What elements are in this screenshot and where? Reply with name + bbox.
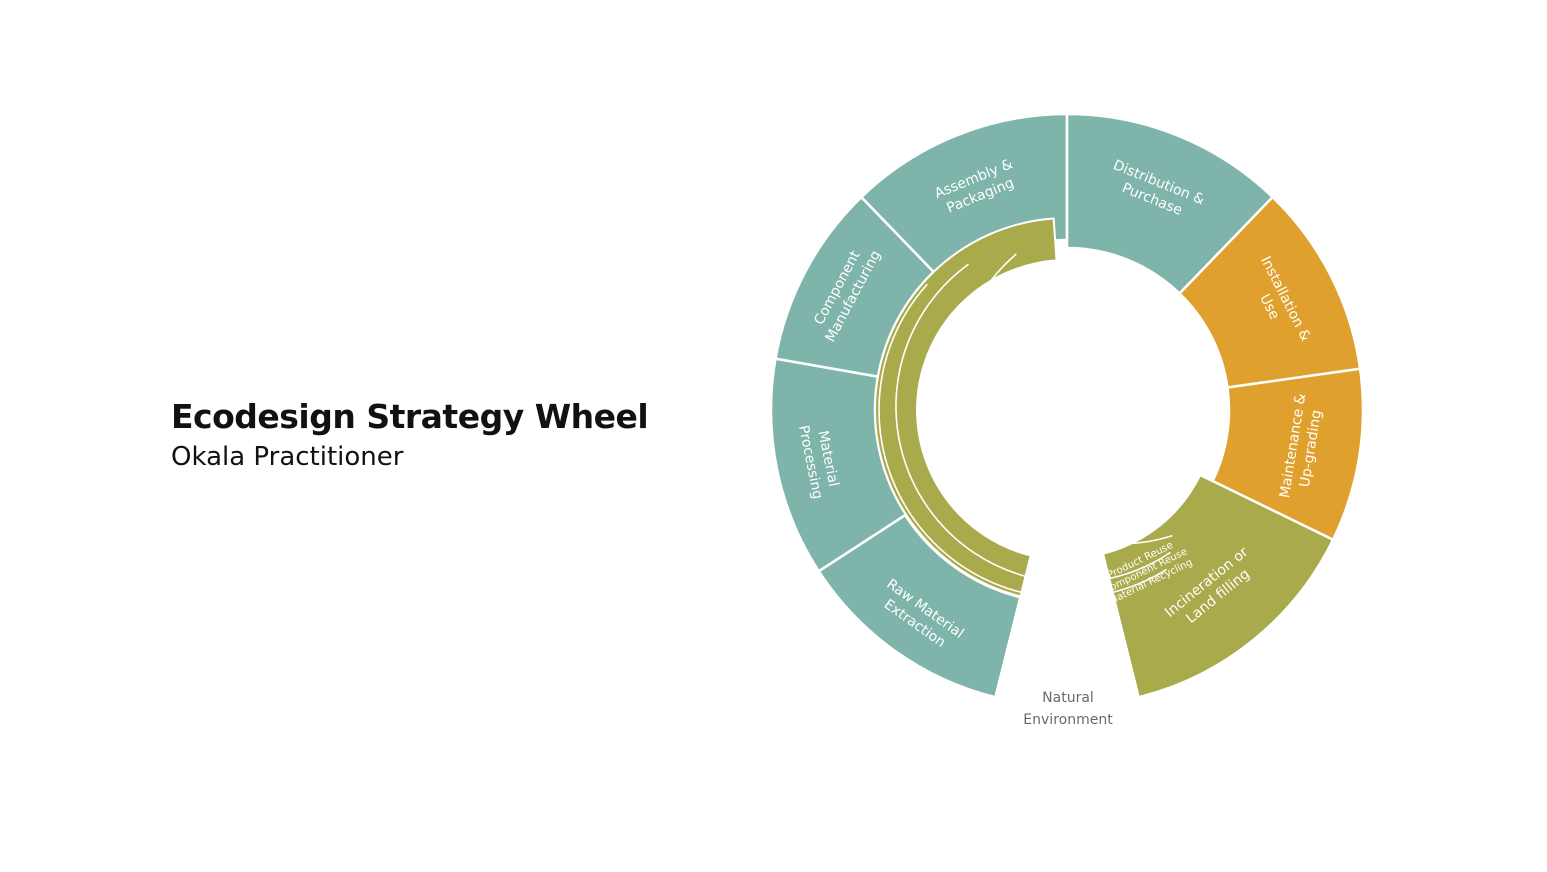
segment-incineration-landfilling: [1101, 473, 1335, 699]
segment-layer: [769, 112, 1365, 699]
title-block: Ecodesign Strategy Wheel Okala Practitio…: [171, 394, 691, 474]
page-title: Ecodesign Strategy Wheel: [171, 397, 649, 436]
loop-arc-material-recycling: [878, 283, 1168, 599]
loop-layer: [874, 217, 1173, 599]
page-subtitle: Okala Practitioner: [171, 442, 404, 472]
loop-arc-component-reuse: [895, 263, 1171, 584]
recovery-loop-band: [874, 217, 1058, 598]
environment-label-line: Environment: [1023, 712, 1113, 728]
loop-arc-product-reuse: [956, 253, 1173, 545]
environment-label-line: Natural: [1042, 690, 1094, 706]
